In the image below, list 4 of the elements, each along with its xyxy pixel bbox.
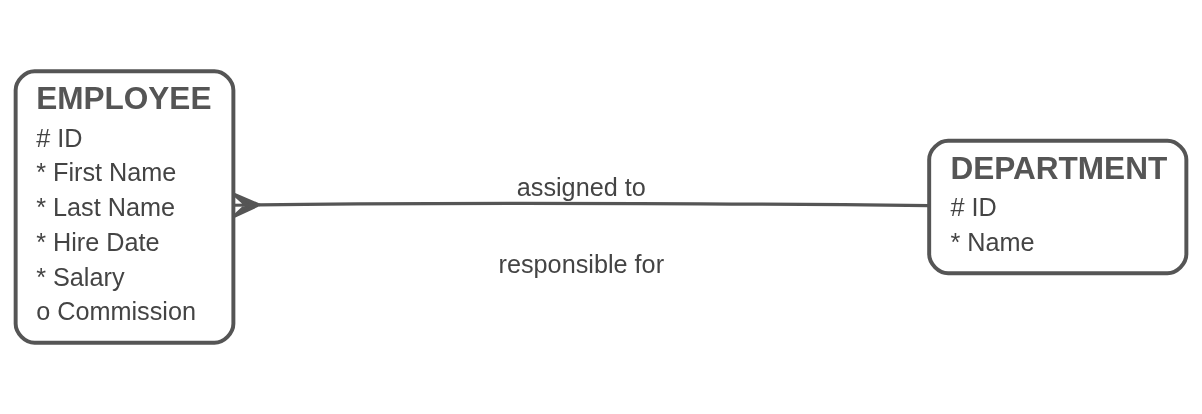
edge-label: assigned to [516, 172, 646, 201]
node-box: DEPARTMENT # ID * Name [927, 138, 1189, 276]
node-box: EMPLOYEE # ID * First Name * Last Name * Hire Date * Salary o Commission [13, 69, 236, 345]
label: responsible for [498, 249, 665, 278]
